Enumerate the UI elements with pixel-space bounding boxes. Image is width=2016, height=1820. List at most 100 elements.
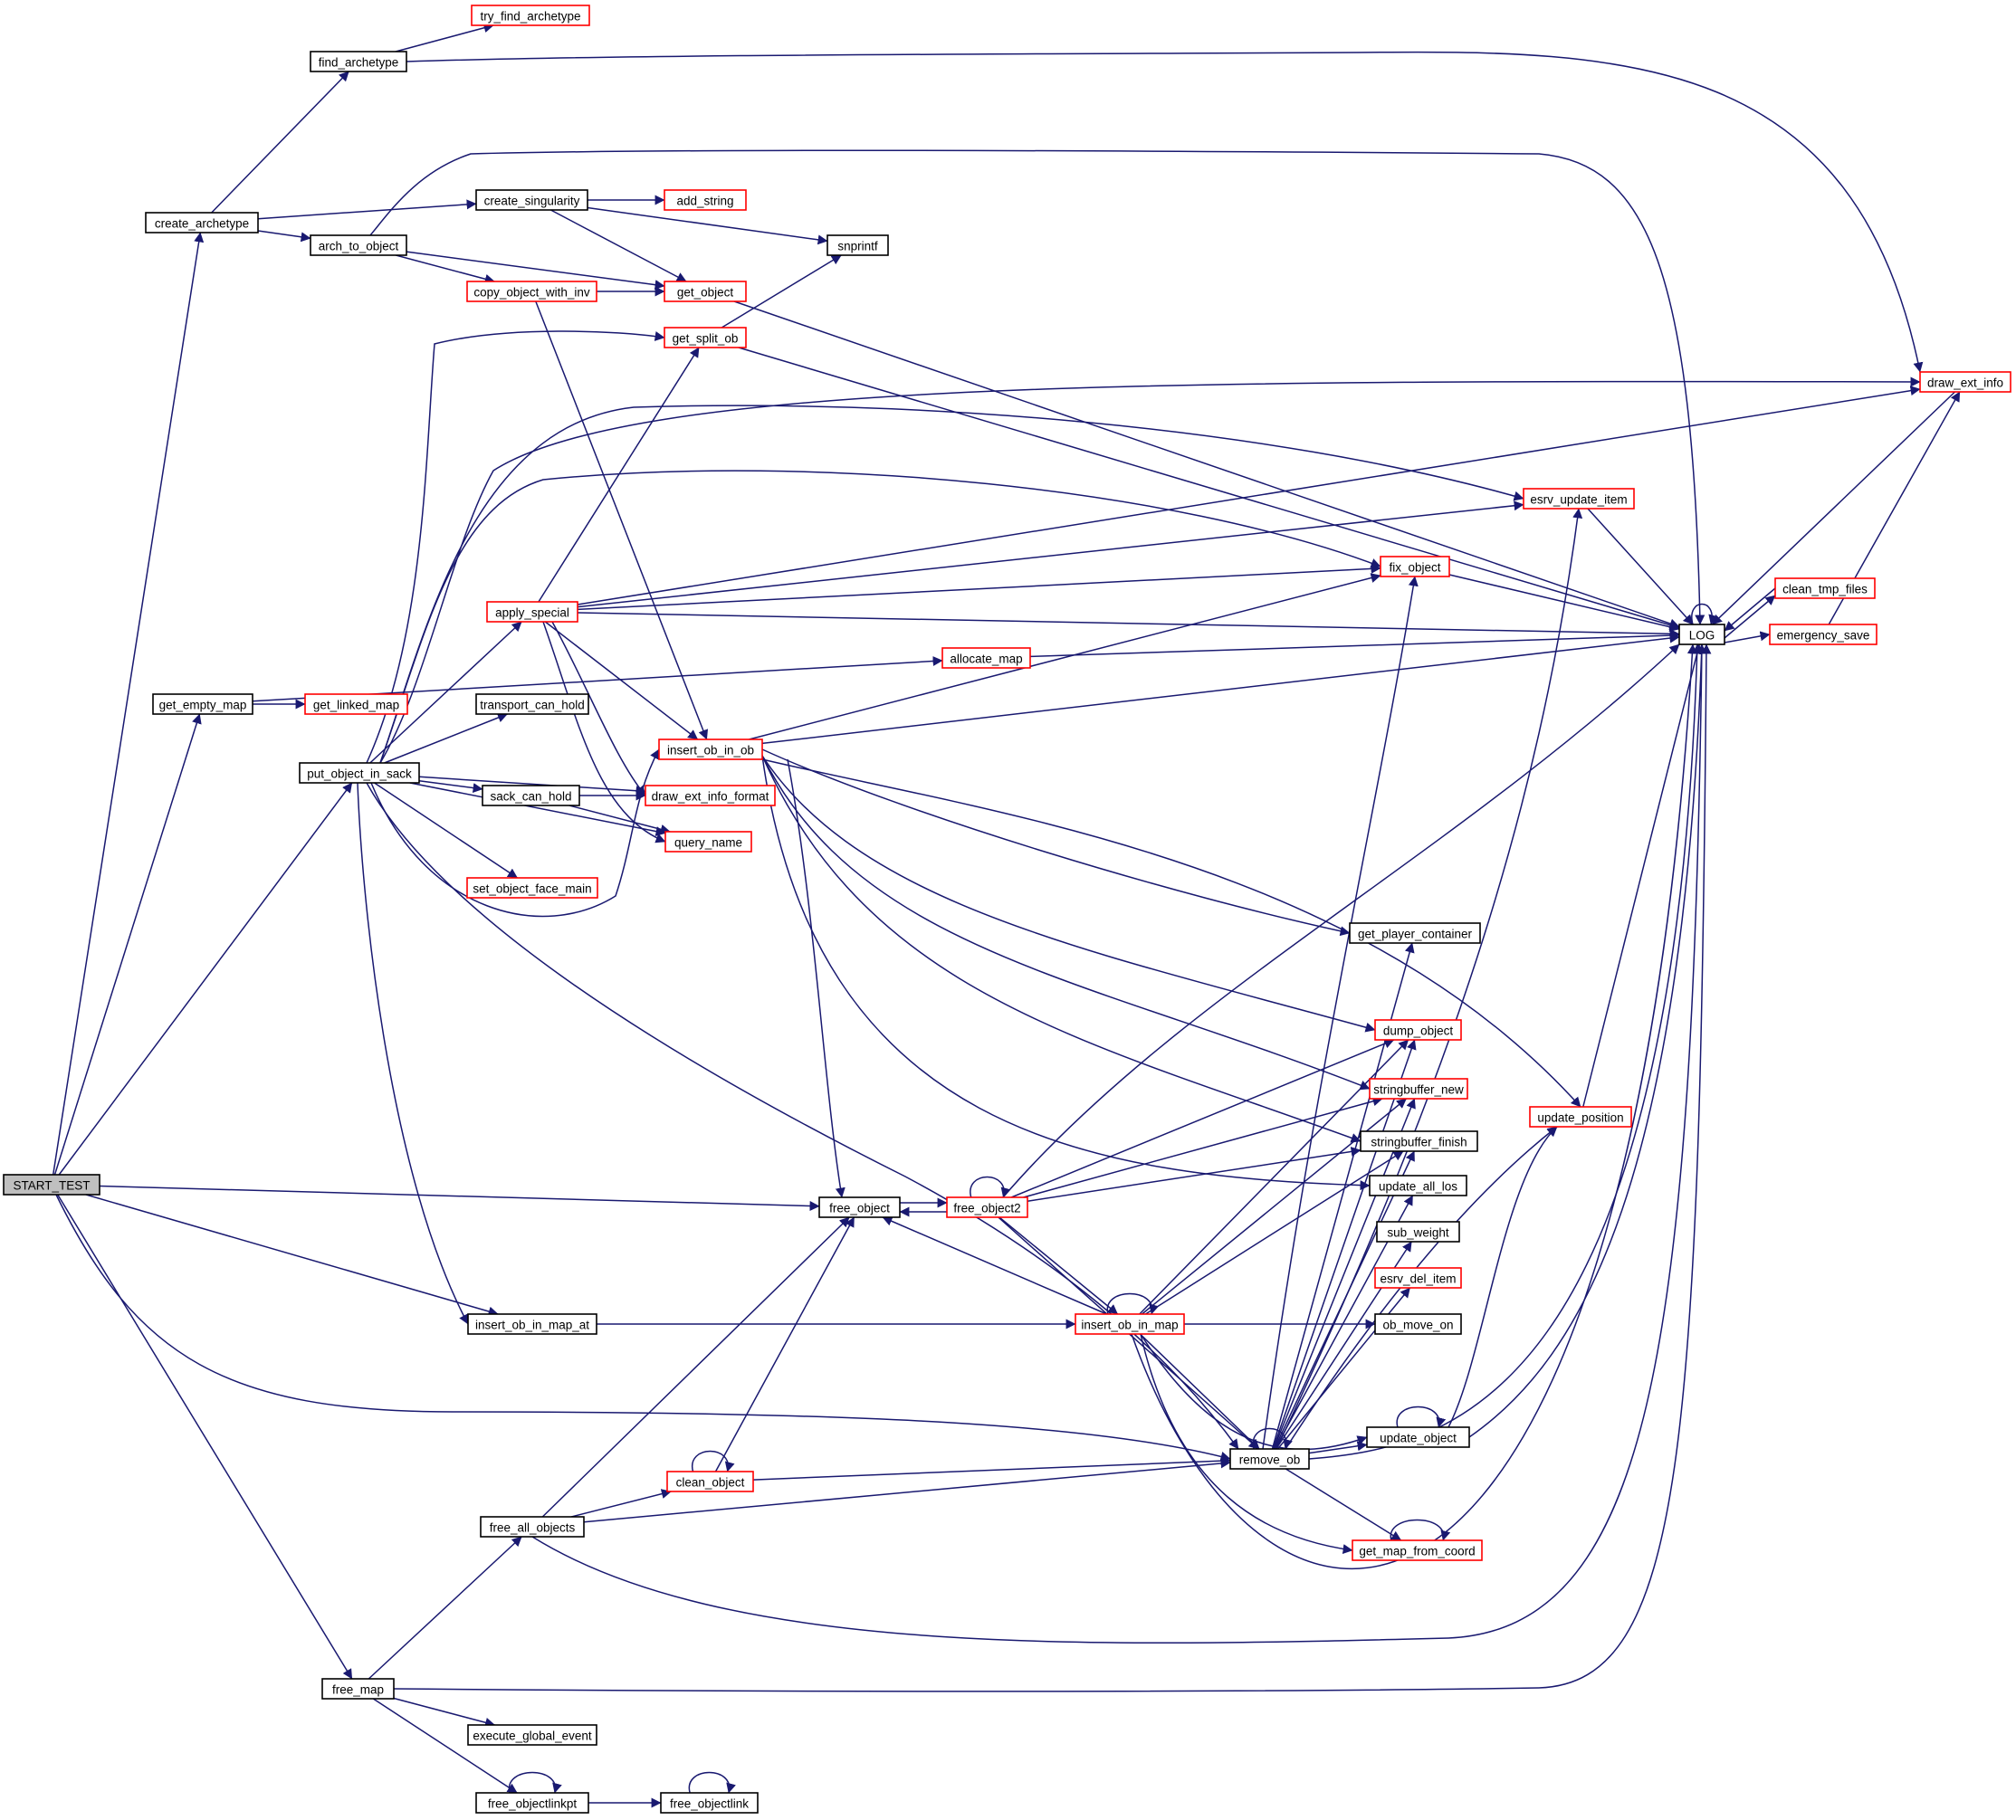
node-free_all_objects[interactable]: free_all_objects (480, 1516, 585, 1538)
edge-START_TEST-to-insert_ob_in_map_at (85, 1194, 499, 1317)
node-esrv_update_item[interactable]: esrv_update_item (1523, 488, 1635, 510)
node-esrv_del_item[interactable]: esrv_del_item (1374, 1267, 1462, 1289)
node-get_linked_map[interactable]: get_linked_map (304, 693, 408, 715)
node-free_map[interactable]: free_map (321, 1678, 395, 1700)
node-box (1523, 488, 1635, 510)
edge-remove_ob-to-remove_ob (1252, 1427, 1293, 1450)
edge-free_object2-to-insert_ob_in_map (998, 1216, 1119, 1315)
edge-remove_ob-to-update_object (1308, 1441, 1368, 1454)
node-label: LOG (1689, 629, 1715, 643)
node-fix_object[interactable]: fix_object (1380, 556, 1450, 577)
node-get_split_ob[interactable]: get_split_ob (664, 327, 747, 348)
node-find_archetype[interactable]: find_archetype (310, 51, 407, 72)
edge-free_object2-to-LOG (1002, 643, 1680, 1198)
node-get_empty_map[interactable]: get_empty_map (152, 693, 253, 715)
edge-clean_object-to-free_object (714, 1216, 855, 1472)
edge-START_TEST-to-put_object_in_sack (58, 782, 353, 1176)
node-stringbuffer_new[interactable]: stringbuffer_new (1369, 1078, 1468, 1100)
node-box (1769, 624, 1877, 645)
node-box (1360, 1130, 1478, 1152)
edge-put_object_in_sack-to-draw_ext_info (379, 376, 1921, 764)
node-insert_ob_in_map[interactable]: insert_ob_in_map (1075, 1313, 1185, 1335)
node-label: transport_can_hold (480, 699, 585, 712)
node-draw_ext_info[interactable]: draw_ext_info (1919, 371, 2011, 393)
edge-update_object-to-update_position (1448, 1126, 1558, 1428)
node-update_position[interactable]: update_position (1529, 1106, 1632, 1128)
node-label: create_archetype (155, 217, 249, 231)
node-box (145, 212, 259, 233)
edge-arch_to_object-to-LOG (369, 149, 1705, 625)
node-label: update_position (1537, 1111, 1623, 1125)
node-update_all_los[interactable]: update_all_los (1369, 1175, 1467, 1196)
node-try_find_archetype[interactable]: try_find_archetype (471, 5, 590, 26)
node-label: insert_ob_in_ob (667, 744, 754, 758)
node-dump_object[interactable]: dump_object (1374, 1019, 1462, 1041)
node-label: remove_ob (1239, 1453, 1301, 1467)
node-add_string[interactable]: add_string (664, 189, 747, 211)
node-label: stringbuffer_finish (1371, 1136, 1467, 1149)
node-update_object[interactable]: update_object (1366, 1426, 1470, 1448)
edge-put_object_in_sack-to-apply_special (369, 621, 522, 764)
edge-put_object_in_sack-to-sack_can_hold (418, 779, 483, 793)
node-clean_object[interactable]: clean_object (666, 1471, 754, 1492)
node-free_objectlink[interactable]: free_objectlink (660, 1792, 759, 1814)
edge-insert_ob_in_ob-to-get_player_container (761, 748, 1351, 937)
node-box (941, 647, 1031, 669)
node-emergency_save[interactable]: emergency_save (1769, 624, 1877, 645)
node-get_map_from_coord[interactable]: get_map_from_coord (1352, 1539, 1483, 1561)
node-put_object_in_sack[interactable]: put_object_in_sack (299, 762, 420, 784)
node-allocate_map[interactable]: allocate_map (941, 647, 1031, 669)
node-label: draw_ext_info_format (652, 790, 769, 804)
node-START_TEST[interactable]: START_TEST (3, 1174, 100, 1196)
node-box (1374, 1267, 1462, 1289)
node-set_object_face_main[interactable]: set_object_face_main (466, 877, 598, 899)
node-create_singularity[interactable]: create_singularity (475, 189, 588, 211)
node-sack_can_hold[interactable]: sack_can_hold (482, 785, 580, 806)
edge-get_split_ob-to-LOG (738, 347, 1680, 630)
edge-free_map-to-LOG (393, 643, 1712, 1692)
node-sub_weight[interactable]: sub_weight (1376, 1221, 1460, 1243)
edge-free_all_objects-to-remove_ob (583, 1458, 1231, 1523)
edge-allocate_map-to-LOG (1029, 630, 1680, 658)
node-query_name[interactable]: query_name (664, 831, 752, 853)
node-clean_tmp_files[interactable]: clean_tmp_files (1774, 577, 1876, 599)
node-label: ob_move_on (1382, 1319, 1453, 1332)
node-label: update_object (1380, 1432, 1457, 1445)
node-snprintf[interactable]: snprintf (826, 234, 889, 256)
node-apply_special[interactable]: apply_special (486, 601, 578, 623)
node-get_player_container[interactable]: get_player_container (1349, 922, 1481, 944)
node-free_object2[interactable]: free_object2 (946, 1196, 1028, 1218)
node-free_objectlinkpt[interactable]: free_objectlinkpt (475, 1792, 589, 1814)
node-box (467, 1313, 597, 1335)
node-insert_ob_in_ob[interactable]: insert_ob_in_ob (658, 738, 763, 760)
edge-insert_ob_in_ob-to-stringbuffer_new (761, 755, 1371, 1091)
edge-apply_special-to-draw_ext_info (577, 386, 1921, 605)
edge-put_object_in_sack-to-fix_object (379, 470, 1381, 764)
node-copy_object_with_inv[interactable]: copy_object_with_inv (466, 281, 597, 302)
node-transport_can_hold[interactable]: transport_can_hold (475, 693, 589, 715)
node-draw_ext_info_format[interactable]: draw_ext_info_format (645, 785, 776, 806)
node-box (1349, 922, 1481, 944)
node-label: START_TEST (13, 1179, 90, 1193)
node-arch_to_object[interactable]: arch_to_object (310, 234, 407, 256)
node-execute_global_event[interactable]: execute_global_event (467, 1724, 597, 1746)
node-label: insert_ob_in_map (1081, 1319, 1178, 1332)
node-free_object[interactable]: free_object (818, 1196, 901, 1218)
edge-free_objectlinkpt-to-free_objectlinkpt (508, 1771, 562, 1794)
node-stringbuffer_finish[interactable]: stringbuffer_finish (1360, 1130, 1478, 1152)
node-get_object[interactable]: get_object (664, 281, 747, 302)
edge-insert_ob_in_map-to-remove_ob (1139, 1333, 1260, 1450)
node-box (467, 1724, 597, 1746)
edge-insert_ob_in_map-to-free_object (882, 1216, 1107, 1315)
edge-get_map_from_coord-to-get_map_from_coord (1390, 1519, 1451, 1541)
node-create_archetype[interactable]: create_archetype (145, 212, 259, 233)
edge-apply_special-to-fix_object (577, 563, 1381, 611)
node-LOG[interactable]: LOG (1678, 624, 1725, 645)
node-label: try_find_archetype (480, 10, 580, 24)
node-ob_move_on[interactable]: ob_move_on (1374, 1313, 1462, 1335)
node-remove_ob[interactable]: remove_ob (1229, 1448, 1310, 1470)
node-insert_ob_in_map_at[interactable]: insert_ob_in_map_at (467, 1313, 597, 1335)
node-box (1369, 1175, 1467, 1196)
edge-arch_to_object-to-copy_object_with_inv (396, 254, 495, 284)
